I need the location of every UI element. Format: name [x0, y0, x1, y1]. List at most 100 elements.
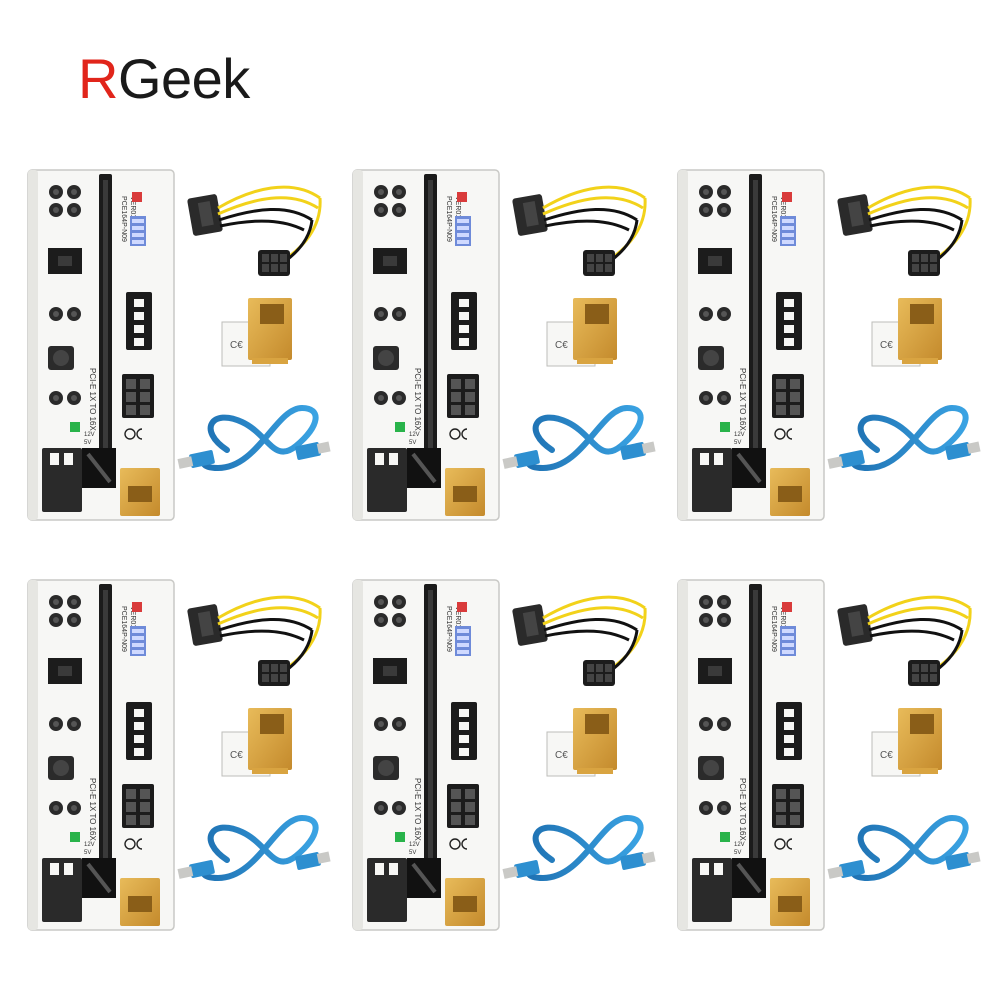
usb-port-gold — [445, 878, 485, 926]
riser-kit: PCI-E 1X TO 16X PCE164P-N09 VER010-X — [27, 169, 331, 521]
certification-marks — [124, 428, 143, 440]
six-pin-connector — [447, 784, 479, 828]
bottom-connectors — [367, 448, 441, 512]
silkscreen-version-label: VER010-X — [129, 196, 136, 229]
capacitor-cluster-mid — [374, 307, 406, 321]
power-led — [782, 602, 792, 612]
usb-socket — [260, 304, 284, 324]
usb-plug-right — [295, 852, 321, 870]
certification-marks — [774, 428, 793, 440]
dip-switch — [130, 216, 146, 246]
silkscreen-model-label: PCE164P-N09 — [445, 606, 452, 652]
status-led — [70, 422, 80, 432]
capacitor-cluster-top — [699, 595, 731, 627]
voltage-5v-label: 5V — [409, 850, 416, 856]
usb-port-gold — [770, 468, 810, 516]
voltage-5v-label: 5V — [84, 440, 91, 446]
six-pin-connector — [122, 374, 154, 418]
kit-6: PCI-E 1X TO 16X PCE164P-N09 VER010-X — [672, 578, 982, 938]
dip-switch — [780, 216, 796, 246]
riser-card: PCI-E 1X TO 16X PCE164P-N09 VER010-X — [27, 169, 175, 521]
usb-adapter-board: C€ — [221, 298, 292, 367]
riser-kit: PCI-E 1X TO 16X PCE164P-N09 VER010-X — [677, 169, 981, 521]
capacitor-cluster-top — [374, 595, 406, 627]
riser-card: PCI-E 1X TO 16X PCE164P-N09 VER010-X — [677, 579, 825, 931]
six-pin-plug — [908, 660, 940, 686]
power-cable — [187, 185, 322, 276]
voltage-12v-label: 12V — [734, 432, 745, 438]
usb-plug-left — [189, 450, 215, 468]
kit-1: PCI-E 1X TO 16X PCE164P-N09 VER010-X — [22, 168, 332, 528]
voltage-12v-label: 12V — [734, 842, 745, 848]
silkscreen-model-label: PCE164P-N09 — [445, 196, 452, 242]
power-cable — [837, 185, 972, 276]
power-cable — [512, 595, 647, 686]
power-led — [132, 602, 142, 612]
silkscreen-version-label: VER010-X — [129, 606, 136, 639]
riser-card: PCI-E 1X TO 16X PCE164P-N09 VER010-X — [352, 579, 500, 931]
molex-connector — [126, 702, 152, 760]
voltage-5v-label: 5V — [84, 850, 91, 856]
usb-port-gold — [120, 468, 160, 516]
usb-cable — [502, 404, 656, 472]
riser-card: PCI-E 1X TO 16X PCE164P-N09 VER010-X — [677, 169, 825, 521]
capacitor-cluster-low — [374, 801, 406, 815]
kit-4: PCI-E 1X TO 16X PCE164P-N09 VER010-X — [22, 578, 332, 938]
voltage-5v-label: 5V — [409, 440, 416, 446]
capacitor-cluster-low — [699, 391, 731, 405]
silkscreen-pcie-label: PCI-E 1X TO 16X — [413, 778, 422, 842]
silkscreen-version-label: VER010-X — [779, 606, 786, 639]
riser-card: PCI-E 1X TO 16X PCE164P-N09 VER010-X — [27, 579, 175, 931]
six-pin-connector — [772, 784, 804, 828]
voltage-5v-label: 5V — [734, 850, 741, 856]
voltage-12v-label: 12V — [84, 842, 95, 848]
usb-socket — [585, 304, 609, 324]
dip-switch — [455, 216, 471, 246]
molex-connector — [451, 702, 477, 760]
svg-text:C€: C€ — [230, 340, 243, 351]
status-led — [395, 832, 405, 842]
molex-connector — [776, 292, 802, 350]
riser-kit: PCI-E 1X TO 16X PCE164P-N09 VER010-X — [27, 579, 331, 931]
certification-marks — [449, 838, 468, 850]
pcie-x16-slot — [749, 584, 762, 866]
bottom-connectors — [42, 448, 116, 512]
status-led — [395, 422, 405, 432]
six-pin-plug — [258, 250, 290, 276]
capacitor-cluster-top — [699, 185, 731, 217]
usb-cable — [177, 404, 331, 472]
power-led — [782, 192, 792, 202]
silkscreen-version-label: VER010-X — [779, 196, 786, 229]
usb-cable — [827, 404, 981, 472]
bottom-connectors — [367, 858, 441, 922]
molex-connector — [776, 702, 802, 760]
svg-text:C€: C€ — [230, 750, 243, 761]
dip-switch — [455, 626, 471, 656]
six-pin-plug — [908, 250, 940, 276]
capacitor-cluster-top — [49, 185, 81, 217]
svg-text:C€: C€ — [555, 340, 568, 351]
capacitor-cluster-mid — [374, 717, 406, 731]
status-led — [720, 832, 730, 842]
silkscreen-model-label: PCE164P-N09 — [120, 196, 127, 242]
kit-5: PCI-E 1X TO 16X PCE164P-N09 VER010-X — [347, 578, 657, 938]
six-pin-plug — [583, 660, 615, 686]
power-cable — [512, 185, 647, 276]
pcie-x16-slot — [424, 174, 437, 456]
usb-adapter-board: C€ — [871, 708, 942, 777]
status-led — [720, 422, 730, 432]
power-cable — [837, 595, 972, 686]
usb-plug-right — [295, 442, 321, 460]
usb-plug-left — [514, 860, 540, 878]
capacitor-cluster-low — [374, 391, 406, 405]
six-pin-plug — [258, 660, 290, 686]
pcie-x16-slot — [99, 584, 112, 866]
silkscreen-model-label: PCE164P-N09 — [770, 606, 777, 652]
usb-socket — [910, 714, 934, 734]
usb-plug-left — [514, 450, 540, 468]
voltage-5v-label: 5V — [734, 440, 741, 446]
usb-socket — [585, 714, 609, 734]
bottom-connectors — [692, 448, 766, 512]
six-pin-plug — [583, 250, 615, 276]
capacitor-cluster-top — [374, 185, 406, 217]
